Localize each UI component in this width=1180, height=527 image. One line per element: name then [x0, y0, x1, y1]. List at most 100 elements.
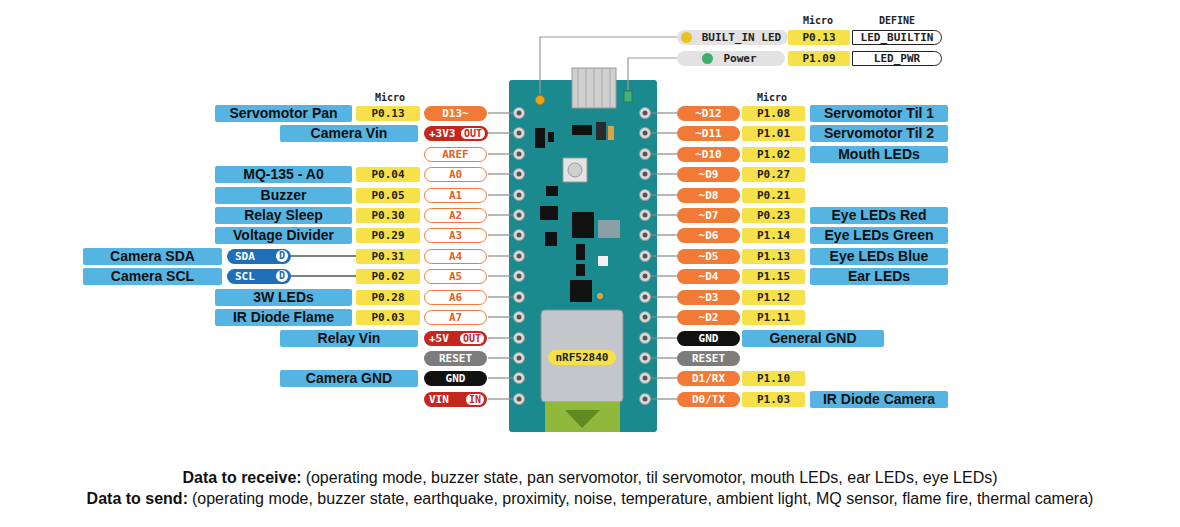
power-pin: +5VOUT: [424, 331, 487, 346]
analog-pin: A2: [424, 208, 487, 223]
pin-text: P1.12: [757, 291, 790, 304]
pin-text: 3W LEDs: [253, 289, 314, 305]
pin-hole: [643, 397, 648, 402]
pin-pad: [640, 333, 651, 344]
digital-pin: ~D12: [677, 106, 740, 121]
pin-pad: [514, 271, 525, 282]
digital-pin: ~D10: [677, 147, 740, 162]
pin-text: P0.02: [371, 270, 404, 283]
power-pin: VININ: [424, 392, 487, 407]
pin-hole: [517, 152, 522, 157]
pin-text: Buzzer: [261, 187, 307, 203]
pin-pad: [514, 312, 525, 323]
pin-pad: [640, 394, 651, 405]
pin-hole: [643, 213, 648, 218]
pin-hole: [517, 131, 522, 136]
pin-text: P0.04: [371, 168, 404, 181]
pin-pad: [514, 128, 525, 139]
ground-pin: GND: [677, 331, 740, 346]
leader-line: [651, 194, 677, 195]
pin-hole: [517, 295, 522, 300]
pin-text: IR Diode Flame: [233, 309, 334, 325]
pin-text: P0.23: [757, 209, 790, 222]
pin-text: Eye LEDs Green: [825, 227, 934, 243]
board-part: [546, 186, 558, 196]
pin-hole: [517, 356, 522, 361]
pin-pad: [514, 394, 525, 405]
pin-pad: [640, 373, 651, 384]
note-line: Data to send:(operating mode, buzzer sta…: [0, 489, 1180, 509]
leader-line: [488, 255, 513, 256]
pin-text: P0.30: [371, 209, 404, 222]
pin-text: ~D6: [699, 229, 719, 242]
pin-text: Eye LEDs Blue: [830, 248, 929, 264]
antenna: [545, 402, 620, 432]
board-part: [578, 68, 579, 108]
board-part: [608, 126, 614, 140]
pin-text: ~D10: [695, 148, 722, 161]
led-label: Power: [677, 51, 785, 66]
function-label: Relay Vin: [280, 330, 418, 347]
function-label: Camera SCL: [83, 268, 222, 285]
leader-line: [488, 153, 513, 154]
bus-line: [291, 275, 356, 276]
pin-hole: [517, 315, 522, 320]
board-part: [602, 68, 603, 108]
function-label: Relay Sleep: [215, 207, 352, 224]
pin-tag: OUT: [460, 333, 484, 344]
leader-line: [488, 316, 513, 317]
pin-hole: [643, 295, 648, 300]
micro-pin: P0.28: [356, 290, 420, 305]
pin-text: Power: [723, 52, 756, 65]
function-label: General GND: [742, 330, 884, 347]
pin-text: Camera SDA: [110, 248, 195, 264]
pin-hole: [643, 172, 648, 177]
digital-pin: ~D9: [677, 167, 740, 182]
pin-hole: [517, 193, 522, 198]
pin-pad: [640, 169, 651, 180]
pin-pad: [514, 149, 525, 160]
note-line: Data to receive:(operating mode, buzzer …: [0, 468, 1180, 488]
note-text: (operating mode, buzzer state, earthquak…: [192, 490, 1093, 507]
analog-pin: A0: [424, 167, 487, 182]
leader-line: [488, 398, 513, 399]
digital-pin: ~D2: [677, 310, 740, 325]
function-label: Servomotor Til 1: [810, 105, 948, 122]
pin-text: P1.15: [757, 270, 790, 283]
pin-text: P1.03: [757, 393, 790, 406]
pin-pad: [514, 292, 525, 303]
board-part: [596, 122, 606, 140]
analog-pin: A3: [424, 228, 487, 243]
pin-pad: [514, 353, 525, 364]
pin-text: P0.05: [371, 189, 404, 202]
micro-pin: P0.02: [356, 269, 420, 284]
function-label: Mouth LEDs: [810, 146, 948, 163]
leader-line: [651, 398, 677, 399]
chip-label: nRF52840: [548, 350, 616, 365]
power-led: [624, 91, 632, 102]
pin-text: ~D8: [699, 189, 719, 202]
pin-tag: D: [276, 270, 288, 282]
ground-pin: GND: [424, 371, 487, 386]
leader-line: [651, 112, 677, 113]
leader-line: [651, 337, 677, 338]
analog-pin: A4: [424, 249, 487, 264]
leader-line: [651, 377, 677, 378]
pin-hole: [643, 274, 648, 279]
pin-hole: [643, 193, 648, 198]
pin-text: GND: [446, 372, 466, 385]
pin-text: SDA: [235, 250, 255, 263]
pin-text: Ear LEDs: [848, 268, 910, 284]
leader-line: [651, 255, 677, 256]
pin-text: P1.11: [757, 311, 790, 324]
pin-text: P1.09: [802, 52, 835, 65]
usb-connector: [572, 68, 616, 108]
pin-pad: [640, 353, 651, 364]
function-label: Voltage Divider: [215, 227, 352, 244]
leader-line: [488, 296, 513, 297]
note-heading: Data to send:: [87, 490, 188, 507]
board-components: [535, 122, 620, 302]
pin-pad: [640, 149, 651, 160]
pin-pad: [640, 230, 651, 241]
leader-line: [651, 316, 677, 317]
